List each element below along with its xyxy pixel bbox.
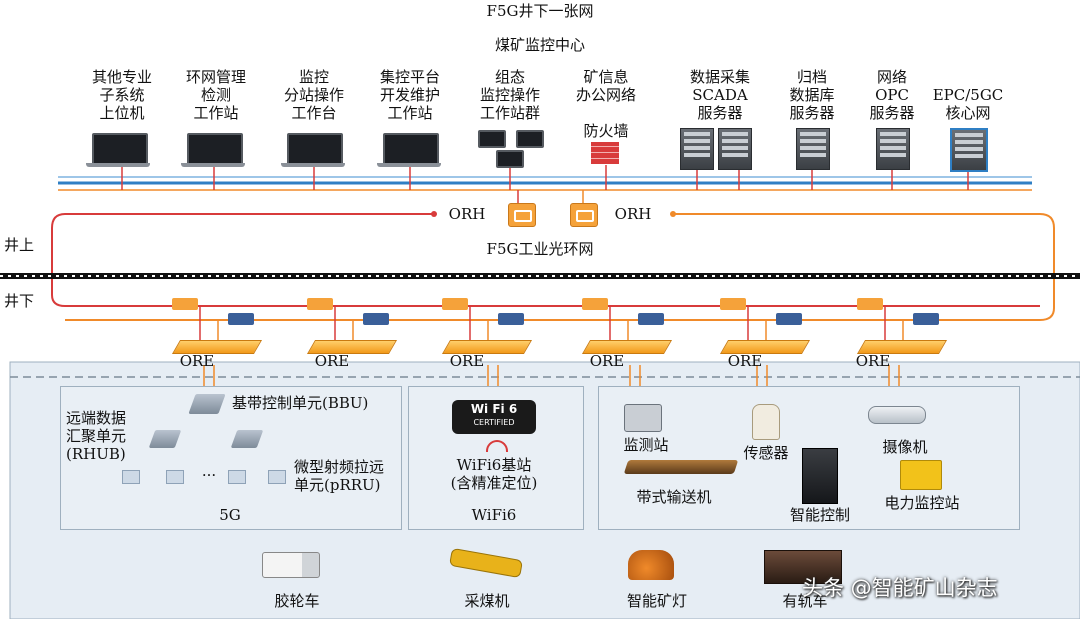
- conveyor-label: 带式输送机: [636, 488, 712, 506]
- watermark: 头条 @智能矿山杂志: [802, 576, 998, 600]
- node-label-opc-server: 网络 OPC 服务器: [869, 68, 915, 122]
- panel-wifi6-title: WiFi6: [471, 506, 517, 524]
- wifi6-station-label: WiFi6基站 (含精准定位): [450, 456, 538, 492]
- node-label-ring-management: 环网管理 检测 工作站: [185, 68, 246, 122]
- bbu-label: 基带控制单元(BBU): [232, 394, 369, 412]
- monitor-station-icon: [624, 404, 662, 432]
- node-label-core-network: EPC/5GC 核心网: [932, 86, 1004, 122]
- shearer-label: 采煤机: [464, 592, 510, 610]
- ore-label: ORE: [727, 352, 763, 370]
- prru-ellipsis: ···: [201, 466, 217, 484]
- conveyor-icon: [623, 460, 739, 474]
- ore-label: ORE: [855, 352, 891, 370]
- above-ground-label: 井上: [3, 236, 34, 254]
- node-label-archive-db: 归档 数据库 服务器: [789, 68, 835, 122]
- monitor-station-label: 监测站: [623, 436, 669, 454]
- wifi6-certified-text: CERTIFIED: [473, 418, 515, 427]
- sensor-label: 传感器: [743, 444, 789, 462]
- node-label-other-subsystems: 其他专业 子系统 上位机: [91, 68, 152, 122]
- smart-mining-lamp-label: 智能矿灯: [626, 592, 687, 610]
- ore-label: ORE: [589, 352, 625, 370]
- rail-vehicle-icon: [764, 550, 842, 584]
- wifi-signal-icon: [486, 440, 508, 452]
- smart-control-label: 智能控制: [789, 506, 850, 524]
- rhub-label: 远端数据 汇聚单元 (RHUB): [66, 409, 127, 463]
- ore-label: ORE: [179, 352, 215, 370]
- prru-label: 微型射频拉远 单元(pRRU): [294, 458, 385, 494]
- orh-left-icon: [508, 203, 536, 227]
- rubber-tyred-vehicle-label: 胶轮车: [274, 592, 320, 610]
- below-ground-label: 井下: [3, 292, 34, 310]
- firewall-icon: [591, 142, 619, 164]
- smart-control-cabinet-icon: [802, 448, 838, 504]
- rubber-tyred-vehicle-icon: [262, 552, 320, 578]
- node-label-scada-workstations: 组态 监控操作 工作站群: [479, 68, 540, 122]
- orh-right-icon: [570, 203, 598, 227]
- wifi6-logo-text: Wi Fi 6: [470, 402, 518, 416]
- ore-label: ORE: [449, 352, 485, 370]
- orh-right-label: ORH: [614, 205, 652, 223]
- node-label-substation-console: 监控 分站操作 工作台: [283, 68, 344, 122]
- wifi6-logo: Wi Fi 6 CERTIFIED: [452, 400, 536, 434]
- control-center-label: 煤矿监控中心: [494, 36, 585, 54]
- camera-label: 摄像机: [882, 438, 928, 456]
- panel-5g-title: 5G: [219, 506, 241, 524]
- power-station-label: 电力监控站: [884, 494, 960, 512]
- rail-vehicle-label: 有轨车: [782, 592, 828, 610]
- node-label-control-platform: 集控平台 开发维护 工作站: [379, 68, 440, 122]
- ore-label: ORE: [314, 352, 350, 370]
- panel-5g: [60, 386, 402, 530]
- node-label-firewall: 防火墙: [583, 122, 629, 140]
- diagram-title: F5G井下一张网: [486, 2, 594, 20]
- ring-label: F5G工业光环网: [486, 240, 594, 258]
- camera-icon: [868, 406, 926, 424]
- sensor-icon: [752, 404, 780, 440]
- smart-mining-lamp-icon: [628, 550, 674, 580]
- node-label-scada-server: 数据采集 SCADA 服务器: [689, 68, 750, 122]
- node-label-office-network: 矿信息 办公网络: [575, 68, 636, 104]
- orh-left-label: ORH: [448, 205, 486, 223]
- power-station-icon: [900, 460, 942, 490]
